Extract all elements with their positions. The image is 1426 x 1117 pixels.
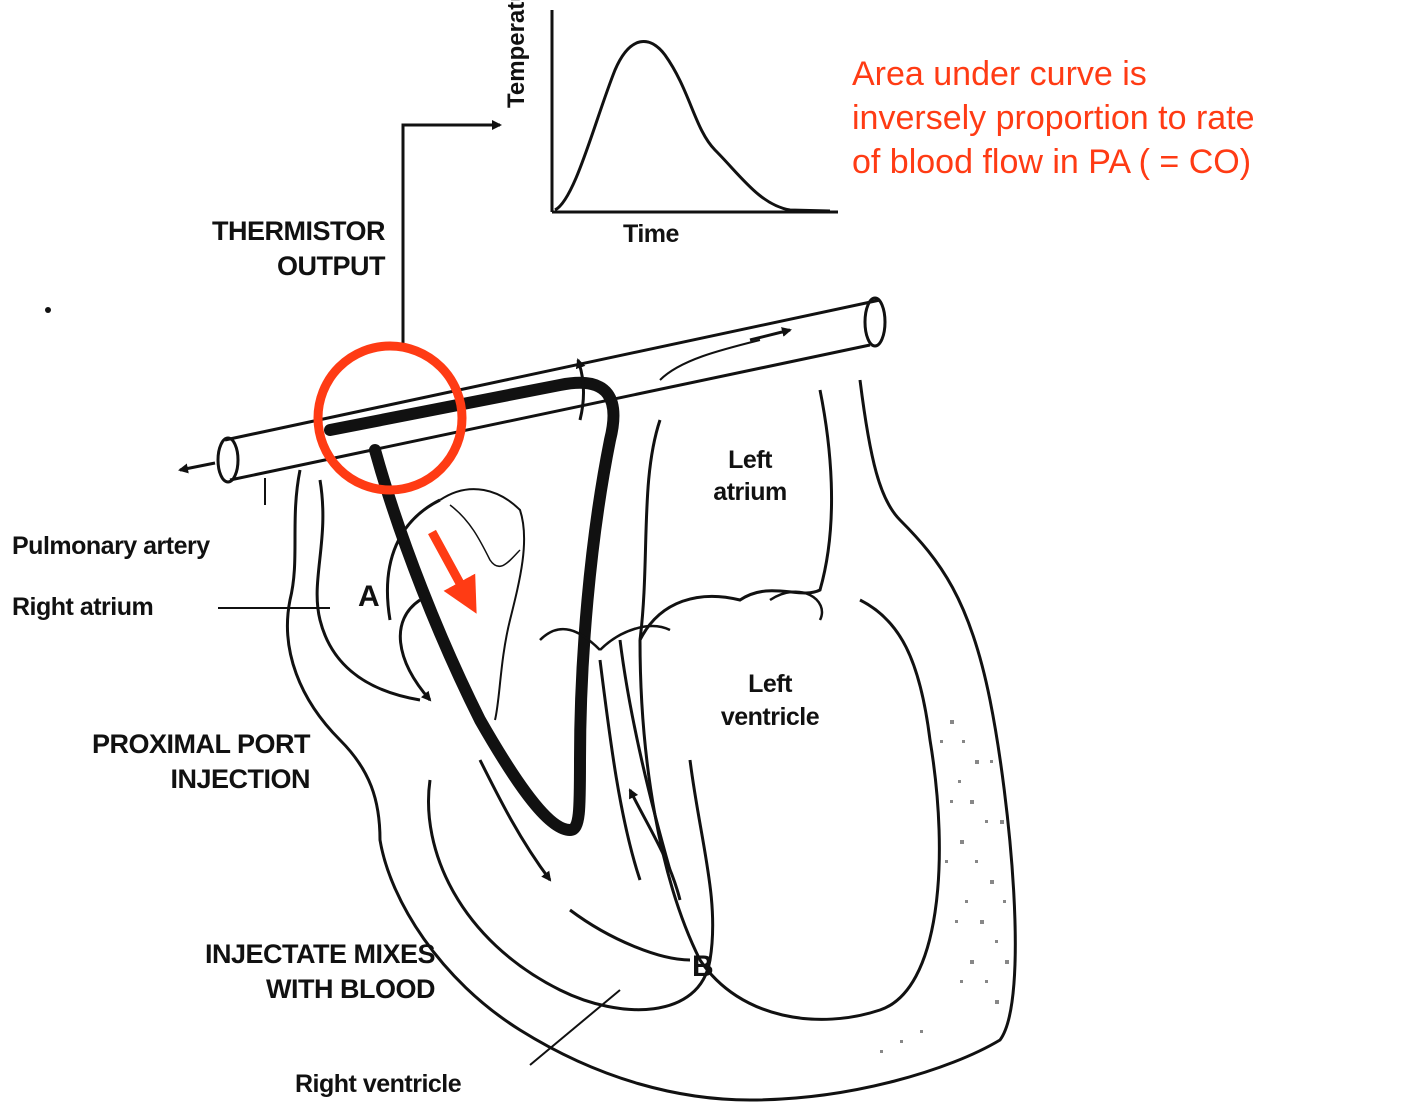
annotation-line-3: of blood flow in PA ( = CO) — [852, 140, 1422, 184]
left-atrium-outline — [640, 390, 832, 640]
flow-arrow-pa-top — [578, 360, 584, 420]
graph-x-label: Time — [623, 220, 679, 249]
red-flow-arrow — [432, 532, 468, 598]
left-ventricle-label-line-2: ventricle — [700, 703, 840, 732]
temperature-curve — [555, 41, 830, 211]
left-ventricle-outline — [640, 600, 939, 1019]
annotation-text: Area under curve is inversely proportion… — [852, 52, 1422, 184]
point-b-label: B — [692, 950, 713, 984]
proximal-label-line-2: INJECTION — [10, 763, 310, 796]
valve-chord — [450, 505, 520, 566]
proximal-label-line-1: PROXIMAL PORT — [10, 728, 310, 761]
graph-y-label: Temperature — [503, 0, 531, 108]
temperature-graph — [552, 10, 838, 212]
annotation-line-1: Area under curve is — [852, 52, 1422, 96]
flow-arrow-ventricle-bottom — [570, 910, 690, 960]
left-ventricle-label-line-1: Left — [700, 670, 840, 699]
speck — [45, 307, 51, 313]
pointer-right-ventricle — [530, 990, 620, 1065]
tricuspid-valve — [440, 489, 524, 720]
annotation-line-2: inversely proportion to rate — [852, 96, 1422, 140]
thermistor-lead — [403, 125, 500, 345]
injectate-label-line-2: WITH BLOOD — [100, 973, 435, 1006]
right-atrium-label: Right atrium — [12, 593, 153, 622]
flow-arrow-atrium — [400, 600, 430, 700]
pulmonary-artery-label: Pulmonary artery — [12, 532, 210, 561]
point-a-label: A — [358, 580, 379, 614]
left-atrium-label-line-2: atrium — [700, 478, 800, 507]
left-atrium-label-line-1: Left — [700, 446, 800, 475]
injectate-label-line-1: INJECTATE MIXES — [100, 938, 435, 971]
ventricle-wall-shading — [880, 720, 1009, 1053]
thermistor-label-line-1: THERMISTOR — [100, 215, 385, 248]
thermistor-label-line-2: OUTPUT — [100, 250, 385, 283]
right-ventricle-label: Right ventricle — [295, 1070, 461, 1099]
